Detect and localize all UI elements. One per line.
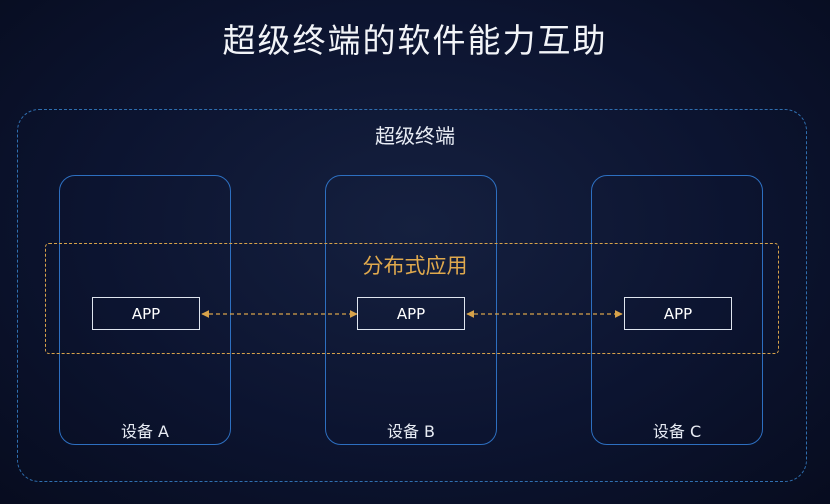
- distributed-app-container: [45, 243, 779, 354]
- app-box-device-c[interactable]: APP: [624, 297, 732, 330]
- device-b-box: [325, 175, 497, 445]
- device-a-label: 设备 A: [120, 422, 170, 441]
- device-c-box: [591, 175, 763, 445]
- super-terminal-container: [17, 109, 807, 482]
- super-terminal-label: 超级终端: [375, 124, 455, 148]
- device-b-label: 设备 B: [386, 422, 436, 441]
- device-c-label: 设备 C: [652, 422, 702, 441]
- app-box-device-a[interactable]: APP: [92, 297, 200, 330]
- distributed-app-label: 分布式应用: [362, 254, 468, 278]
- page-title: 超级终端的软件能力互助: [222, 21, 608, 60]
- device-a-box: [59, 175, 231, 445]
- app-box-device-b[interactable]: APP: [357, 297, 465, 330]
